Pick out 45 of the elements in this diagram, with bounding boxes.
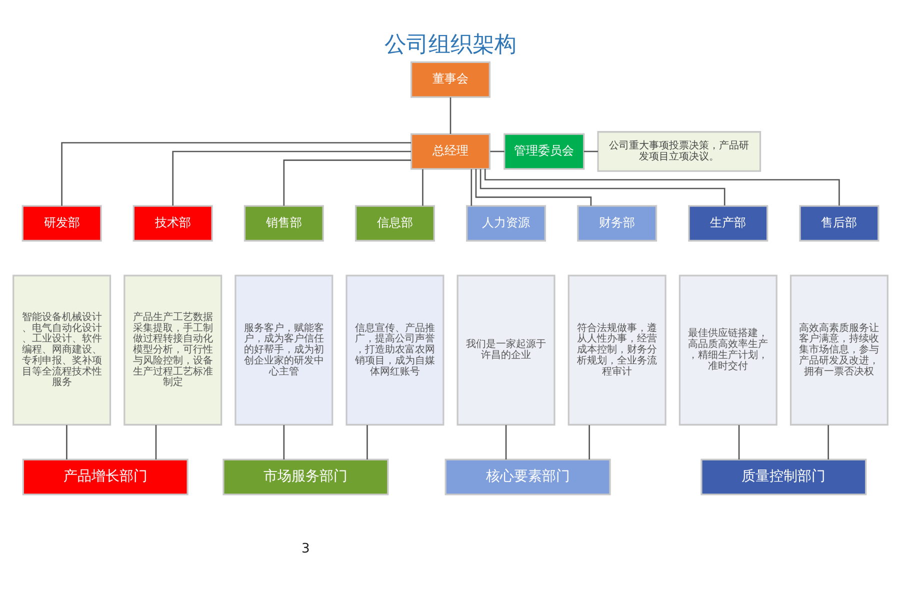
connector (282, 424, 284, 459)
node-box: 公司重大事项投票决策，产品研发项目立项决议。 (596, 130, 761, 172)
connector (366, 424, 368, 459)
node-box: 信息部 (354, 204, 434, 242)
node-box: 销售部 (243, 204, 324, 242)
node-box: 人力资源 (466, 204, 546, 242)
node-box: 董事会 (410, 60, 490, 98)
label: 3 (301, 540, 310, 556)
node-box: 质量控制部门 (700, 458, 866, 495)
connector (422, 168, 423, 206)
connector (60, 142, 411, 206)
node-box: 生产部 (688, 204, 768, 242)
connector (583, 150, 598, 152)
node-box: 财务部 (576, 204, 657, 242)
node-box: 售后部 (798, 204, 879, 242)
node-box: 高效高素质服务让客户满意，持续收集市场信息，参与产品研发及改进，拥有一票否决权 (789, 274, 888, 426)
connector (172, 150, 411, 206)
node-box: 我们是一家起源于许昌的企业 (456, 274, 555, 426)
node-box: 管理委员会 (503, 132, 584, 170)
connector (282, 159, 411, 206)
connector (479, 168, 725, 205)
node-box: 市场服务部门 (222, 458, 388, 495)
connector (154, 424, 156, 459)
connector (66, 424, 67, 459)
node-box: 符合法规做事，遵从人性办事，经营成本控制，财务分析规划，全业务流程审计 (567, 274, 666, 426)
connector (484, 168, 840, 206)
node-box: 信息宣传、产品推广，提高公司声誉，打造助农富农网销项目，成为自媒体网红账号 (345, 274, 444, 426)
connector (504, 424, 506, 459)
node-box: 最佳供应链搭建，高品质高效率生产，精细生产计划，准时交付 (678, 274, 777, 426)
node-box: 智能设备机械设计、电气自动化设计、工业设计、软件编程、网商建设、专利申报、奖补项目等全流程技术性服务 (12, 274, 111, 426)
connector (490, 150, 504, 152)
connector (474, 168, 592, 206)
connector (588, 424, 590, 459)
node-box: 核心要素部门 (444, 458, 610, 495)
diagram-title: 公司组织架构 (384, 32, 516, 57)
node-box: 总经理 (410, 132, 490, 170)
node-box: 服务客户，赋能客户，成为客户信任的好帮手，成为初创企业家的研发中心主管 (234, 274, 333, 426)
node-box: 技术部 (132, 204, 212, 242)
connector (738, 424, 740, 459)
connector (470, 168, 472, 206)
node-box: 研发部 (21, 204, 102, 242)
node-box: 产品生产工艺数据采集提取，手工制做过程转接自动化模型分析，可行性与风险控制，设备生产过程工艺标准制定 (123, 274, 222, 426)
connector (827, 424, 828, 459)
node-box: 产品增长部门 (22, 458, 188, 495)
connector (449, 96, 451, 134)
